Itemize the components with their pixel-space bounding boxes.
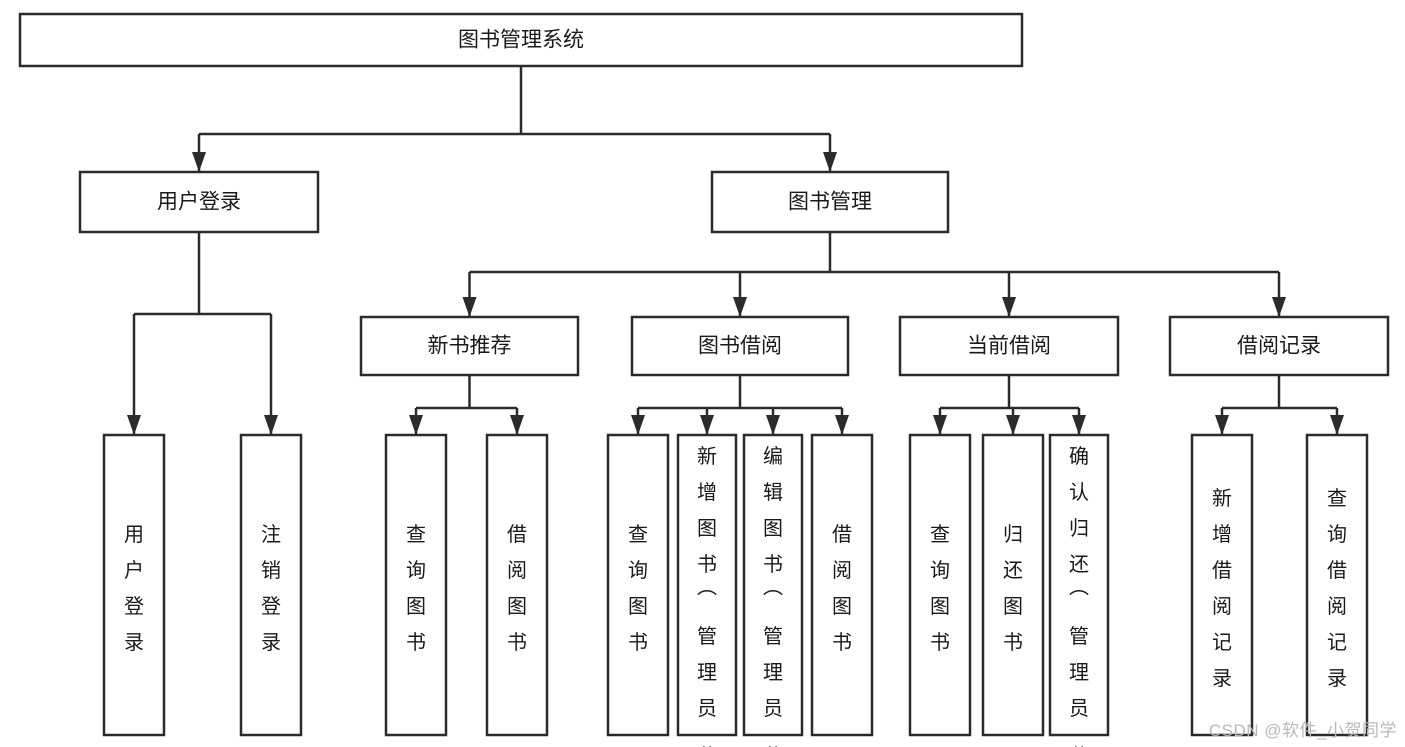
arrow-head-icon xyxy=(631,415,645,435)
node-label-查询图书: 查询图书 xyxy=(406,523,426,654)
node-box-当前借阅[interactable] xyxy=(898,315,1120,377)
arrow-head-icon xyxy=(766,415,780,435)
node-查询图书[interactable]: 查询图书 xyxy=(384,433,448,737)
node-label-借阅图书: 借阅图书 xyxy=(507,523,527,654)
node-box-借阅记录[interactable] xyxy=(1168,315,1390,377)
node-box-图书管理系统[interactable] xyxy=(18,12,1024,68)
node-box-图书管理[interactable] xyxy=(710,170,950,234)
node-注销登录[interactable]: 注销登录 xyxy=(239,433,303,737)
arrow-head-icon xyxy=(264,415,278,435)
node-借阅图书[interactable]: 借阅图书 xyxy=(810,433,874,737)
node-新增借阅记录[interactable]: 新增借阅记录 xyxy=(1190,433,1254,737)
node-新增图书管理员[interactable]: 新增图书⌒管理员⌄ xyxy=(676,433,738,747)
node-图书管理[interactable]: 图书管理 xyxy=(710,170,950,234)
node-label-借阅图书: 借阅图书 xyxy=(832,523,852,654)
arrow-head-icon xyxy=(1215,415,1229,435)
node-归还图书[interactable]: 归还图书 xyxy=(981,433,1045,737)
node-图书借阅[interactable]: 图书借阅 xyxy=(630,315,850,377)
node-box-查询图书[interactable] xyxy=(606,433,670,737)
node-新书推荐[interactable]: 新书推荐 xyxy=(359,315,580,377)
node-box-用户登录[interactable] xyxy=(102,433,166,737)
node-查询图书[interactable]: 查询图书 xyxy=(606,433,670,737)
node-查询图书[interactable]: 查询图书 xyxy=(908,433,972,737)
arrow-head-icon xyxy=(127,415,141,435)
arrow-head-icon xyxy=(510,415,524,435)
connector-layer xyxy=(127,66,1344,435)
node-label-图书管理系统: 图书管理系统 xyxy=(458,29,584,52)
node-图书管理系统[interactable]: 图书管理系统 xyxy=(18,12,1024,68)
arrow-head-icon xyxy=(1072,415,1086,435)
node-box-用户登录[interactable] xyxy=(78,170,320,234)
node-box-查询图书[interactable] xyxy=(908,433,972,737)
arrow-head-icon xyxy=(1002,297,1016,317)
node-label-确认归还管理员: 确认归还⌒管理员⌄ xyxy=(1069,445,1089,747)
node-label-图书借阅: 图书借阅 xyxy=(698,335,782,358)
node-用户登录[interactable]: 用户登录 xyxy=(102,433,166,737)
arrow-head-icon xyxy=(409,415,423,435)
node-label-查询图书: 查询图书 xyxy=(930,523,950,654)
arrow-head-icon xyxy=(192,152,206,172)
node-label-归还图书: 归还图书 xyxy=(1003,523,1023,654)
node-编辑图书管理员[interactable]: 编辑图书⌒管理员⌄ xyxy=(742,433,804,747)
node-box-新书推荐[interactable] xyxy=(359,315,580,377)
node-box-借阅图书[interactable] xyxy=(485,433,549,737)
arrow-head-icon xyxy=(1330,415,1344,435)
arrow-head-icon xyxy=(933,415,947,435)
node-当前借阅[interactable]: 当前借阅 xyxy=(898,315,1120,377)
node-box-借阅图书[interactable] xyxy=(810,433,874,737)
node-label-用户登录: 用户登录 xyxy=(157,191,241,214)
node-box-新增借阅记录[interactable] xyxy=(1190,433,1254,737)
node-box-查询图书[interactable] xyxy=(384,433,448,737)
node-确认归还管理员[interactable]: 确认归还⌒管理员⌄ xyxy=(1048,433,1110,747)
node-label-图书管理: 图书管理 xyxy=(788,191,872,214)
arrow-head-icon xyxy=(462,297,477,317)
node-label-编辑图书管理员: 编辑图书⌒管理员⌄ xyxy=(763,445,783,747)
arrow-head-icon xyxy=(1272,297,1286,317)
node-box-新增图书管理员[interactable] xyxy=(676,433,738,737)
node-label-新增借阅记录: 新增借阅记录 xyxy=(1212,487,1232,690)
arrow-head-icon xyxy=(835,415,849,435)
node-label-借阅记录: 借阅记录 xyxy=(1237,335,1321,358)
node-label-用户登录: 用户登录 xyxy=(124,524,144,654)
node-box-图书借阅[interactable] xyxy=(630,315,850,377)
node-box-查询借阅记录[interactable] xyxy=(1305,433,1369,737)
node-box-确认归还管理员[interactable] xyxy=(1048,433,1110,737)
node-layer: 图书管理系统用户登录图书管理新书推荐图书借阅当前借阅借阅记录用户登录注销登录查询… xyxy=(18,12,1390,747)
node-查询借阅记录[interactable]: 查询借阅记录 xyxy=(1305,433,1369,737)
node-label-查询借阅记录: 查询借阅记录 xyxy=(1327,487,1347,690)
node-label-新书推荐: 新书推荐 xyxy=(428,335,512,358)
node-box-注销登录[interactable] xyxy=(239,433,303,737)
node-借阅图书[interactable]: 借阅图书 xyxy=(485,433,549,737)
arrow-head-icon xyxy=(1006,415,1020,435)
node-label-新增图书管理员: 新增图书⌒管理员⌄ xyxy=(697,445,717,747)
node-label-当前借阅: 当前借阅 xyxy=(967,335,1051,358)
node-label-注销登录: 注销登录 xyxy=(261,523,281,654)
node-box-归还图书[interactable] xyxy=(981,433,1045,737)
node-借阅记录[interactable]: 借阅记录 xyxy=(1168,315,1390,377)
node-label-查询图书: 查询图书 xyxy=(628,523,648,654)
node-box-编辑图书管理员[interactable] xyxy=(742,433,804,737)
arrow-head-icon xyxy=(700,415,714,435)
arrow-head-icon xyxy=(823,152,837,172)
node-用户登录[interactable]: 用户登录 xyxy=(78,170,320,234)
arrow-head-icon xyxy=(733,297,747,317)
